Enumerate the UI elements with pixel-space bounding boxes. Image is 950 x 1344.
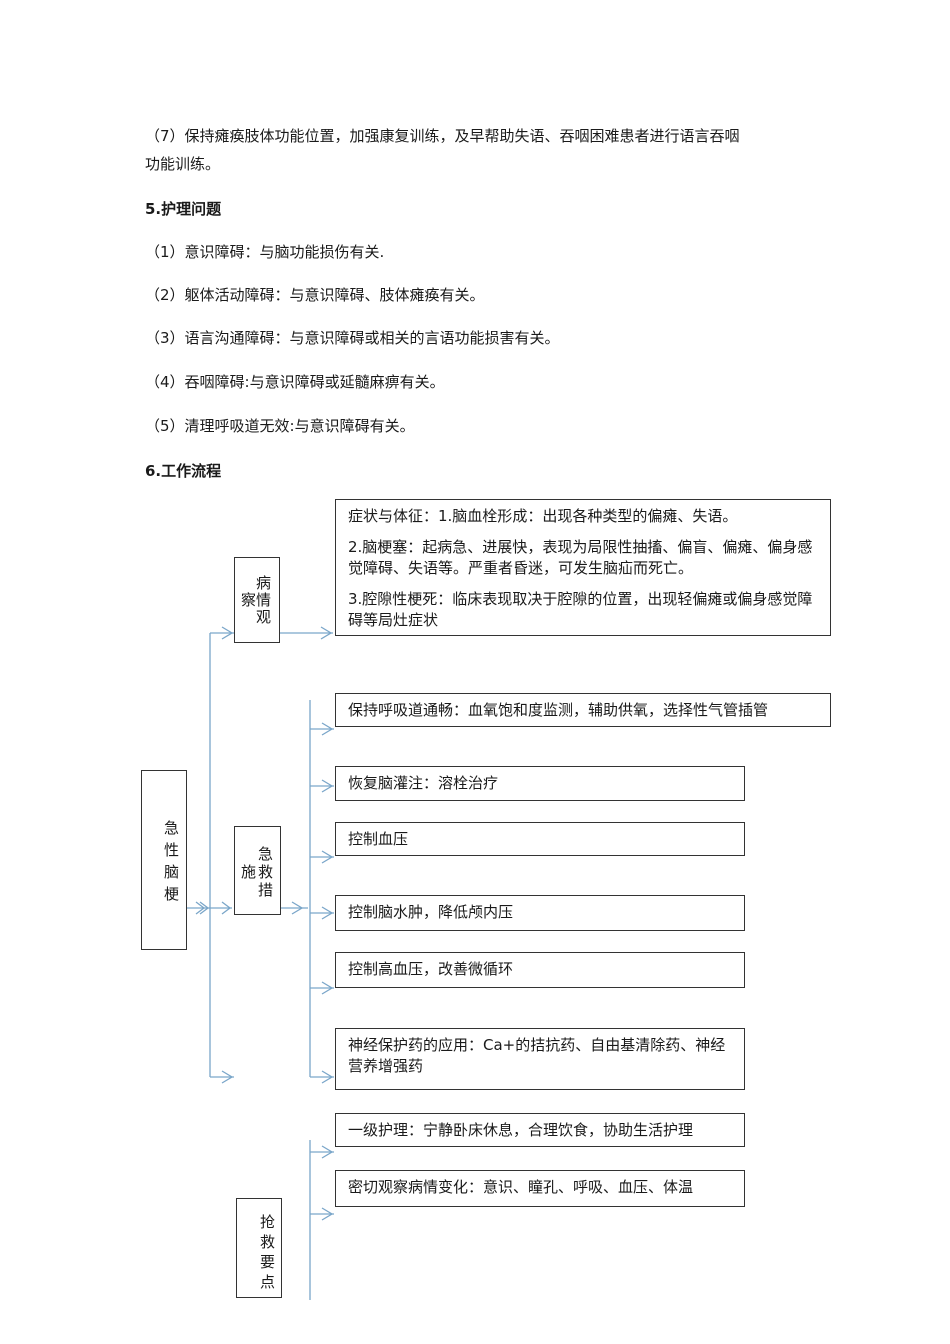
acute-cerebral-infarction-box: 急 性 脑 梗 [141,770,187,950]
intro-line-2: 功能训练。 [145,155,221,173]
root-char-2: 性 [164,841,180,859]
measure-airway-text: 保持呼吸道通畅：血氧饱和度监测，辅助供氧，选择性气管插管 [348,701,769,719]
observe-char-1: 病 [256,574,272,592]
key-point-monitor-box: 密切观察病情变化：意识、瞳孔、呼吸、血压、体温 [335,1170,745,1207]
measure-hypertension-text: 控制高血压，改善微循环 [348,960,514,978]
measure-edema-box: 控制脑水肿，降低颅内压 [335,895,745,931]
nursing-problem-1: （1）意识障碍：与脑功能损伤有关. [145,243,385,261]
measure-edema-text: 控制脑水肿，降低颅内压 [348,903,514,921]
rescue-char-4: 措 [258,881,274,899]
observe-char-3: 情 [256,591,272,609]
nursing-problem-3: （3）语言沟通障碍：与意识障碍或相关的言语功能损害有关。 [145,329,560,347]
measure-perfusion-text: 恢复脑灌注：溶栓治疗 [348,774,499,792]
intro-line-1: （7）保持瘫痪肢体功能位置，加强康复训练，及早帮助失语、吞咽困难患者进行语言吞咽 [145,127,740,145]
root-char-1: 急 [164,819,180,837]
section-6-title: 6.工作流程 [145,462,222,480]
root-char-3: 脑 [164,863,180,881]
key-char-3: 要 [260,1253,276,1271]
rescue-char-1: 急 [258,845,274,863]
observe-char-4: 观 [256,608,272,626]
symptom-1: 症状与体征：1.脑血栓形成：出现各种类型的偏瘫、失语。 [348,507,738,525]
key-point-care-text: 一级护理：宁静卧床休息，合理饮食，协助生活护理 [348,1121,694,1139]
key-point-monitor-text: 密切观察病情变化：意识、瞳孔、呼吸、血压、体温 [348,1178,694,1196]
rescue-key-points-box: 抢 救 要 点 [236,1198,282,1298]
observe-char-2: 察 [241,591,257,609]
emergency-measures-box: 急 施 救 措 [234,826,281,915]
measure-neuroprotection-box: 神经保护药的应用：Ca+的拮抗药、自由基清除药、神经营养增强药 [335,1028,745,1090]
rescue-char-2: 施 [241,863,257,881]
key-char-4: 点 [260,1273,276,1291]
symptom-3: 3.腔隙性梗死：临床表现取决于腔隙的位置，出现轻偏瘫或偏身感觉障碍等局灶症状 [348,590,813,629]
measure-airway-box: 保持呼吸道通畅：血氧饱和度监测，辅助供氧，选择性气管插管 [335,693,831,727]
key-point-care-box: 一级护理：宁静卧床休息，合理饮食，协助生活护理 [335,1113,745,1147]
nursing-problem-2: （2）躯体活动障碍：与意识障碍、肢体瘫痪有关。 [145,286,485,304]
key-char-2: 救 [260,1233,276,1251]
symptom-2: 2.脑梗塞：起病急、进展快，表现为局限性抽搐、偏盲、偏瘫、偏身感觉障碍、失语等。… [348,538,813,577]
rescue-char-3: 救 [258,863,274,881]
measure-hypertension-box: 控制高血压，改善微循环 [335,952,745,988]
section-5-title: 5.护理问题 [145,200,222,218]
measure-neuroprotection-text: 神经保护药的应用：Ca+的拮抗药、自由基清除药、神经营养增强药 [348,1036,726,1075]
condition-observation-box: 病 察 情 观 [234,557,280,643]
measure-blood-pressure-box: 控制血压 [335,822,745,856]
measure-blood-pressure-text: 控制血压 [348,830,409,848]
root-char-4: 梗 [164,885,180,903]
nursing-problem-4: （4）吞咽障碍:与意识障碍或延髓麻痹有关。 [145,373,445,391]
key-char-1: 抢 [260,1213,276,1231]
nursing-problem-5: （5）清理呼吸道无效:与意识障碍有关。 [145,417,415,435]
symptoms-box: 症状与体征：1.脑血栓形成：出现各种类型的偏瘫、失语。 2.脑梗塞：起病急、进展… [335,499,831,636]
measure-perfusion-box: 恢复脑灌注：溶栓治疗 [335,766,745,801]
